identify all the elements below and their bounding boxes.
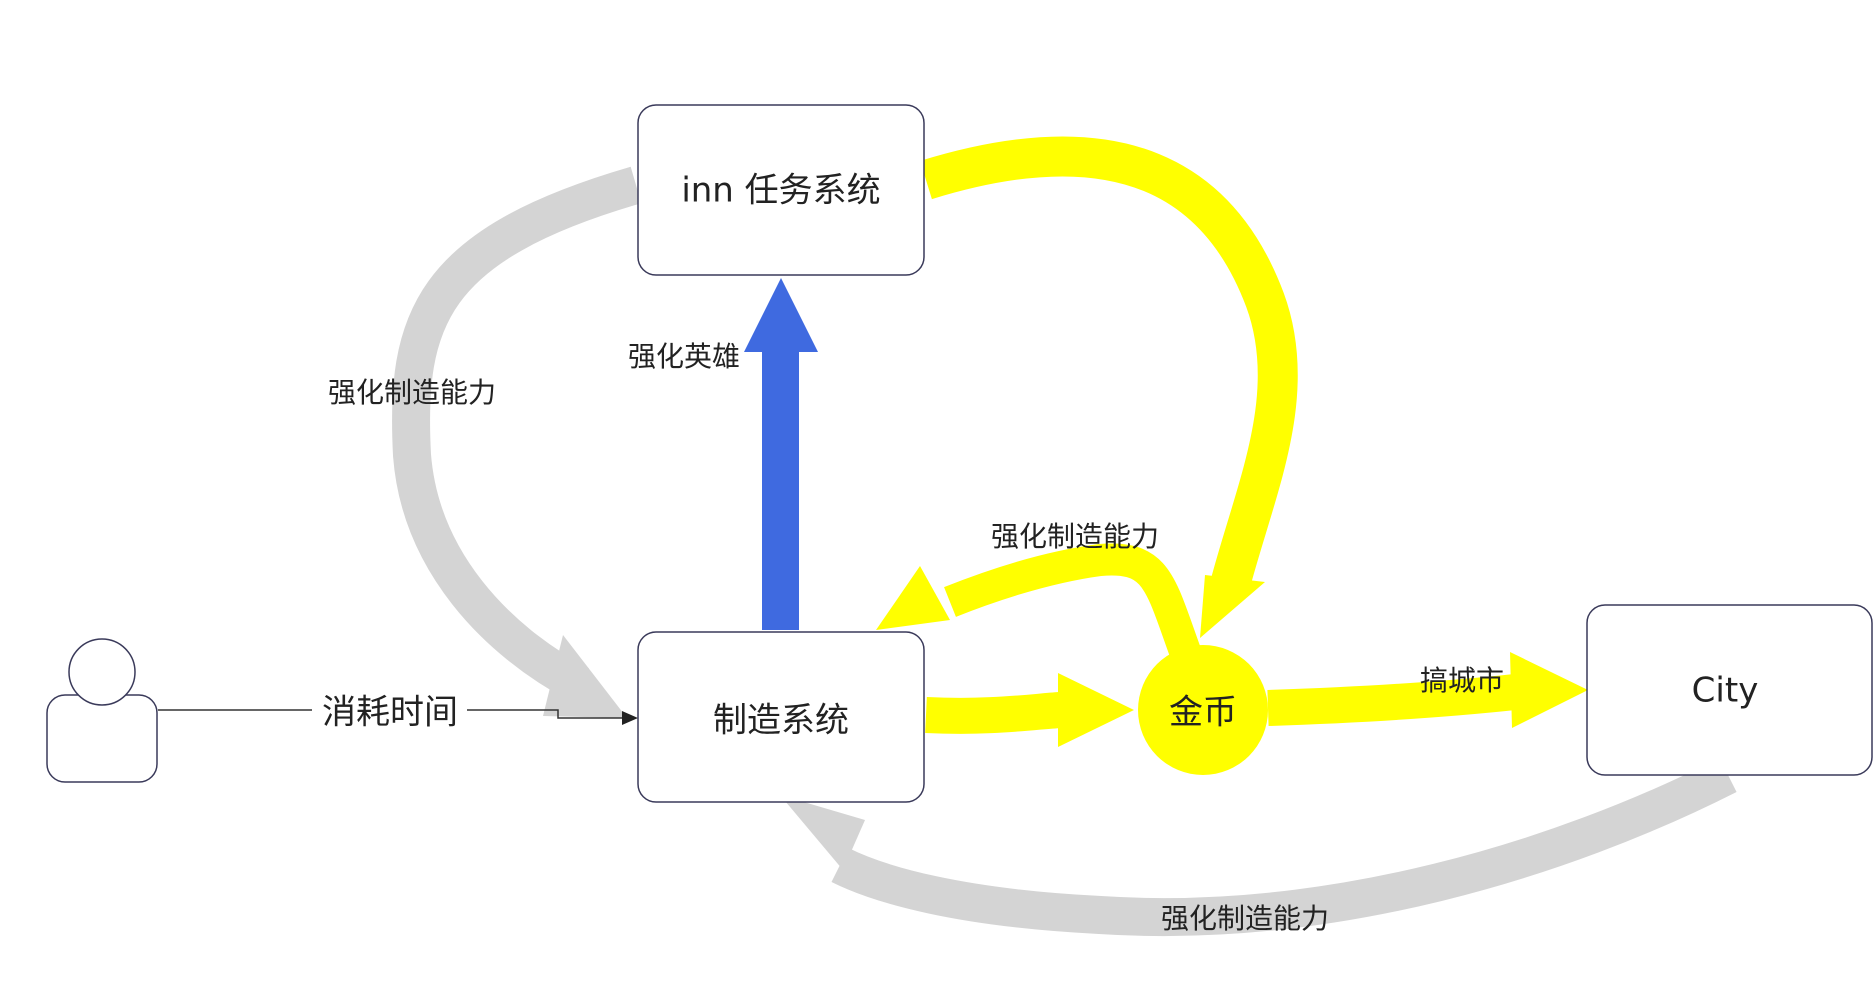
- node-inn-label: inn 任务系统: [681, 171, 880, 211]
- node-city[interactable]: City: [1586, 604, 1873, 776]
- arrow-city-to-manufacture: [780, 758, 1737, 936]
- arrow-inn-to-gold: [920, 136, 1298, 638]
- node-city-label: City: [1692, 671, 1759, 711]
- arrow-gold-to-city: [1267, 652, 1588, 728]
- node-gold-label: 金币: [1169, 693, 1237, 733]
- arrow-manufacture-to-gold: [925, 673, 1134, 747]
- edge-label-consume-time: 消耗时间: [322, 693, 458, 733]
- node-manufacture-system[interactable]: 制造系统: [637, 631, 925, 803]
- user-actor-icon[interactable]: [46, 638, 158, 783]
- arrow-manufacture-to-inn: [744, 278, 818, 630]
- edge-label-city-strengthen-manufacture: 强化制造能力: [1161, 902, 1329, 935]
- edge-label-inn-strengthen-manufacture: 强化制造能力: [328, 376, 496, 409]
- node-inn-task-system[interactable]: inn 任务系统: [637, 104, 925, 276]
- arrow-gold-to-manufacture: [876, 543, 1205, 671]
- node-gold[interactable]: 金币: [1138, 645, 1268, 775]
- edge-label-build-city: 搞城市: [1420, 664, 1504, 697]
- edge-label-strengthen-hero: 强化英雄: [628, 340, 740, 373]
- edge-label-gold-strengthen-manufacture: 强化制造能力: [991, 520, 1159, 553]
- node-manufacture-label: 制造系统: [713, 701, 849, 741]
- arrow-inn-to-manufacture: [392, 166, 642, 718]
